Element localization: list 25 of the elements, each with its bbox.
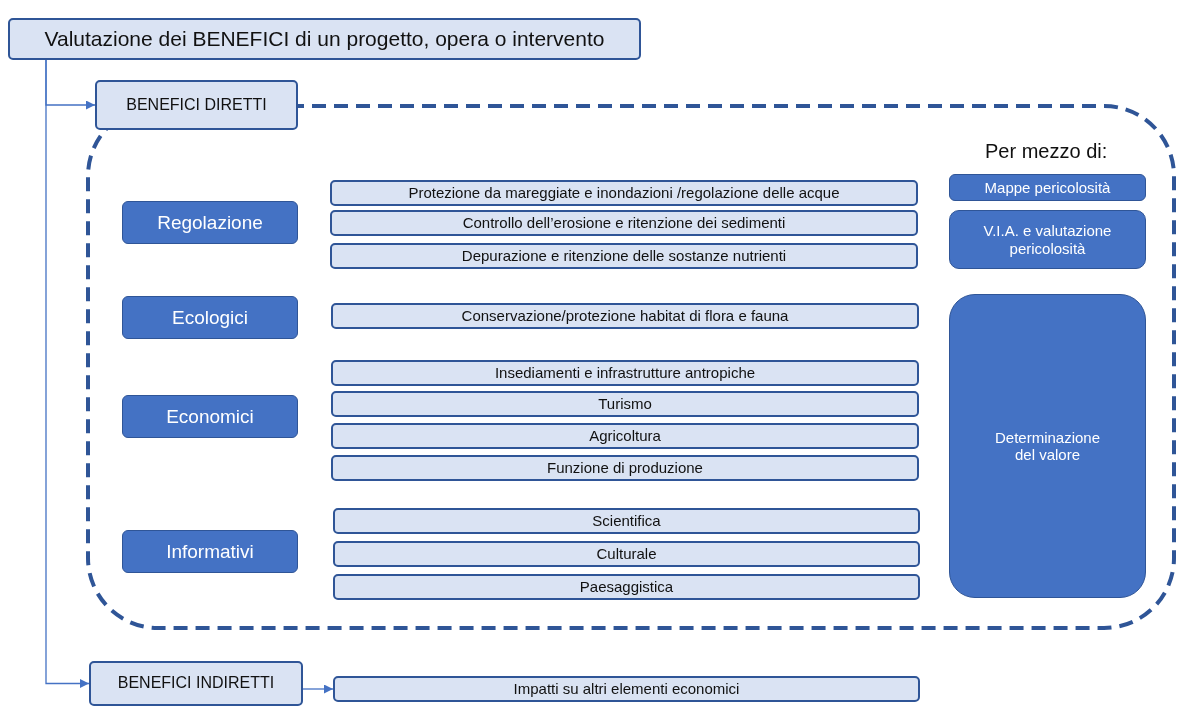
arrow <box>45 59 90 688</box>
main-heading-box: Valutazione dei BENEFICI di un progetto, opera o intervento <box>8 18 641 60</box>
item-box: Conservazione/protezione habitat di flora e fauna <box>331 303 919 329</box>
item-box: Protezione da mareggiate e inondazioni /regolazione delle acque <box>330 180 918 206</box>
method-box: V.I.A. e valutazione pericolosità <box>949 210 1146 269</box>
arrow <box>302 684 334 694</box>
item-box: Agricoltura <box>331 423 919 449</box>
item-box: Paesaggistica <box>333 574 920 600</box>
item-box: Scientifica <box>333 508 920 534</box>
item-box: Turismo <box>331 391 919 417</box>
item-box: Impatti su altri elementi economici <box>333 676 920 702</box>
section-heading: Per mezzo di: <box>985 140 1108 163</box>
category-box: Informativi <box>122 530 298 573</box>
category-box: BENEFICI INDIRETTI <box>89 661 303 706</box>
method-box: Determinazione del valore <box>949 294 1146 598</box>
item-box: Depurazione e ritenzione delle sostanze nutrienti <box>330 243 918 269</box>
method-box: Mappe pericolosità <box>949 174 1146 201</box>
category-box: BENEFICI DIRETTI <box>95 80 298 130</box>
item-box: Funzione di produzione <box>331 455 919 481</box>
category-box: Ecologici <box>122 296 298 339</box>
category-box: Economici <box>122 395 298 438</box>
category-box: Regolazione <box>122 201 298 244</box>
item-box: Controllo dell’erosione e ritenzione dei sedimenti <box>330 210 918 236</box>
item-box: Culturale <box>333 541 920 567</box>
item-box: Insediamenti e infrastrutture antropiche <box>331 360 919 386</box>
